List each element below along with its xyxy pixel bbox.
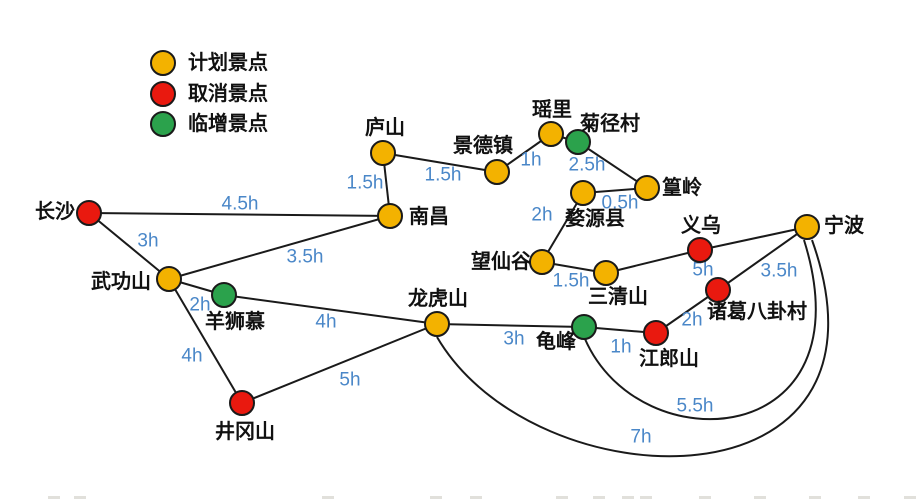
spot-label-yangshimu: 羊狮慕 — [205, 309, 265, 333]
edge-duration-huangling-wuyuanxian: 0.5h — [602, 193, 639, 214]
edge-duration-nanchang-lushan: 1.5h — [347, 173, 384, 194]
edge-wuyuanxian-wangxiangu — [541, 192, 584, 263]
spot-node-jianglangshan — [643, 320, 669, 346]
legend-swatch-added — [150, 111, 176, 137]
edge-changsha-nanchang — [88, 212, 391, 217]
edge-lushan-jingdezhen — [382, 152, 498, 173]
edge-changsha-wugongshan — [88, 212, 170, 280]
bottom-crop-mark — [322, 496, 334, 499]
spot-label-jinggangshan: 井冈山 — [215, 420, 275, 443]
edge-longhushan-guifeng — [436, 323, 585, 328]
edge-guifeng-ningbo — [584, 239, 817, 421]
edge-duration-wugongshan-jinggangshan: 4h — [181, 346, 202, 367]
edge-longhushan-ningbo — [436, 239, 829, 458]
bottom-crop-mark — [809, 496, 821, 499]
edge-duration-jinggangshan-longhushan: 5h — [339, 370, 360, 391]
edge-duration-jingdezhen-yaoli: 1h — [520, 150, 541, 171]
bottom-crop-mark — [470, 496, 482, 499]
edge-duration-wugongshan-yangshimu: 2h — [189, 295, 210, 316]
spot-label-sanqingshan: 三清山 — [588, 284, 648, 308]
edge-duration-wuyuanxian-wangxiangu: 2h — [531, 205, 552, 226]
spot-node-wugongshan — [156, 266, 182, 292]
bottom-crop-mark — [593, 496, 605, 499]
bottom-crop-mark — [74, 496, 86, 499]
legend-label-planned: 计划景点 — [188, 51, 268, 74]
spot-label-lushan: 庐山 — [365, 115, 405, 139]
spot-node-longhushan — [424, 311, 450, 337]
spot-label-nanchang: 南昌 — [409, 205, 449, 228]
spot-node-ningbo — [794, 214, 820, 240]
spot-label-yaoli: 瑶里 — [532, 98, 572, 121]
spot-node-zhuge — [705, 277, 731, 303]
edge-zhuge-ningbo — [717, 226, 808, 291]
spot-node-yiwu — [687, 237, 713, 263]
legend-swatch-cancelled — [150, 81, 176, 107]
bottom-crop-mark — [904, 496, 916, 499]
spot-node-guifeng — [571, 314, 597, 340]
spot-node-huangling — [634, 175, 660, 201]
legend-label-cancelled: 取消景点 — [188, 81, 268, 105]
edge-duration-wangxiangu-sanqingshan: 1.5h — [553, 271, 590, 292]
edge-jujingcun-huangling — [577, 141, 648, 189]
edge-duration-longhushan-guifeng: 3h — [503, 329, 524, 350]
edge-duration-sanqingshan-yiwu: 5h — [692, 260, 713, 281]
legend-label-added: 临增景点 — [188, 111, 268, 135]
spot-label-yiwu: 义乌 — [681, 213, 721, 237]
edge-duration-zhuge-ningbo: 3.5h — [761, 261, 798, 282]
bottom-crop-mark — [48, 496, 60, 499]
edge-jinggangshan-longhushan — [241, 323, 438, 404]
edge-duration-changsha-nanchang: 4.5h — [222, 194, 259, 215]
spot-node-lushan — [370, 140, 396, 166]
spot-node-yaoli — [538, 121, 564, 147]
edge-duration-changsha-wugongshan: 3h — [137, 231, 158, 252]
bottom-crop-mark — [858, 496, 870, 499]
legend-swatch-planned — [150, 50, 176, 76]
edge-duration-wugongshan-nanchang: 3.5h — [287, 247, 324, 268]
edge-yangshimu-longhushan — [223, 294, 438, 325]
spot-label-changsha: 长沙 — [35, 200, 75, 223]
bottom-crop-mark — [754, 496, 766, 499]
spot-label-huangling: 篁岭 — [662, 175, 702, 199]
edge-duration-jianglangshan-zhuge: 2h — [681, 310, 702, 331]
edge-yiwu-ningbo — [699, 226, 808, 251]
spot-label-wugongshan: 武功山 — [91, 270, 151, 293]
spot-label-longhushan: 龙虎山 — [408, 286, 468, 310]
spot-label-guifeng: 龟峰 — [536, 329, 576, 353]
spot-label-zhuge: 诸葛八卦村 — [707, 300, 807, 323]
edge-duration-lushan-jingdezhen: 1.5h — [425, 165, 462, 186]
spot-label-jingdezhen: 景德镇 — [453, 133, 513, 157]
spot-node-wuyuanxian — [570, 180, 596, 206]
edge-duration-guifeng-jianglangshan: 1h — [610, 337, 631, 358]
spot-node-jujingcun — [565, 129, 591, 155]
spot-label-wangxiangu: 望仙谷 — [471, 249, 532, 273]
bottom-crop-mark — [430, 496, 442, 499]
edge-duration-guifeng-ningbo: 5.5h — [677, 396, 714, 417]
spot-label-wuyuanxian: 婺源县 — [565, 206, 625, 230]
spot-node-nanchang — [377, 203, 403, 229]
spot-node-yangshimu — [211, 282, 237, 308]
bottom-crop-mark — [556, 496, 568, 499]
edge-duration-jujingcun-huangling: 2.5h — [569, 155, 606, 176]
spot-node-jingdezhen — [484, 159, 510, 185]
edge-duration-longhushan-ningbo: 7h — [630, 427, 651, 448]
bottom-crop-mark — [622, 496, 634, 499]
edge-wugongshan-jinggangshan — [168, 278, 243, 404]
spot-node-jinggangshan — [229, 390, 255, 416]
edge-duration-yangshimu-longhushan: 4h — [315, 312, 336, 333]
spot-label-ningbo: 宁波 — [824, 213, 865, 237]
spot-label-jianglangshan: 江郎山 — [639, 346, 699, 370]
spot-node-sanqingshan — [593, 260, 619, 286]
spot-label-jujingcun: 菊径村 — [580, 111, 640, 135]
spot-node-wangxiangu — [529, 249, 555, 275]
edge-wugongshan-nanchang — [168, 215, 391, 280]
spot-node-changsha — [76, 200, 102, 226]
bottom-crop-mark — [640, 496, 652, 499]
bottom-crop-mark — [699, 496, 711, 499]
edge-sanqingshan-yiwu — [605, 249, 701, 274]
